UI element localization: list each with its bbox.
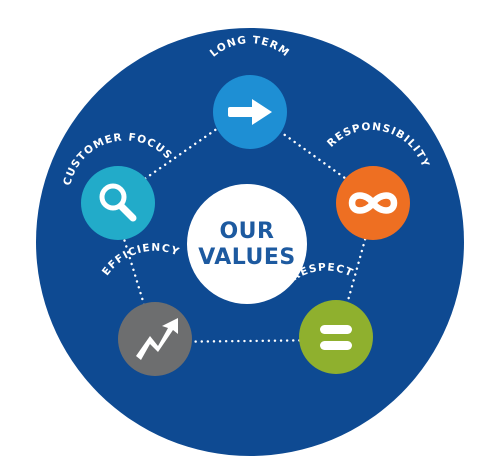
center-badge: OUR VALUES bbox=[187, 184, 307, 304]
center-title-line-2: VALUES bbox=[198, 245, 296, 270]
customer-focus-circle bbox=[81, 166, 155, 240]
growth-zigzag-icon bbox=[136, 318, 178, 360]
magnifier-icon bbox=[99, 183, 137, 222]
equals-icon bbox=[320, 325, 352, 350]
respect-circle bbox=[299, 300, 373, 374]
arrow-right-icon bbox=[228, 99, 272, 125]
efficiency-circle bbox=[118, 302, 192, 376]
center-title-line-1: OUR bbox=[219, 219, 274, 244]
infinity-icon bbox=[348, 192, 398, 214]
